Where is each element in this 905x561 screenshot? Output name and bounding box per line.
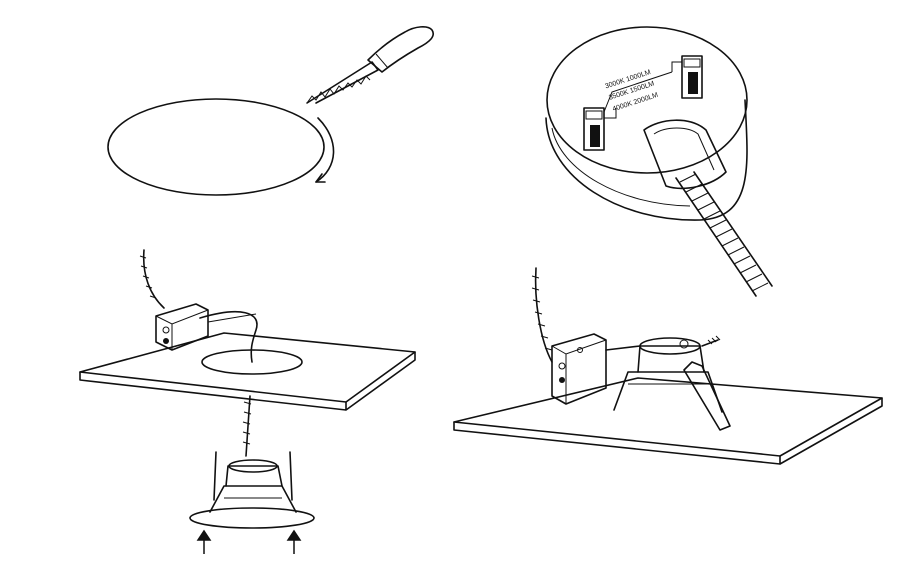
keyhole-saw-icon (306, 26, 434, 104)
ceiling-hole-outline (107, 98, 325, 196)
cable-clamp (643, 119, 727, 190)
push-up-arrow-right (286, 529, 302, 554)
conduit-to-box (142, 249, 165, 309)
arrow-head (315, 173, 326, 183)
selector-switch-left (583, 107, 605, 151)
housing-body (545, 99, 748, 221)
panel-selector: 3000K 1000LM 3500K 1500LM 4000K 2000LM (545, 26, 773, 297)
conduit-installed (534, 267, 553, 363)
junction-box (155, 303, 257, 351)
housing-back-face (546, 26, 748, 174)
push-up-arrow-left (196, 529, 212, 554)
panel-insert-light (79, 249, 416, 554)
wire-to-light (199, 311, 258, 363)
wire-below (245, 395, 251, 457)
junction-box-installed (551, 333, 607, 405)
rotation-arrow-icon (315, 117, 335, 183)
flexible-conduit (675, 171, 773, 297)
installed-light (613, 335, 731, 431)
ceiling-panel (79, 332, 416, 403)
selector-switch-right (681, 55, 703, 99)
recessed-light-fixture (189, 451, 315, 529)
ceiling-panel-installed (453, 377, 883, 457)
panel-installed (453, 267, 883, 465)
wire-installed (605, 345, 641, 351)
panel-cut-hole (107, 26, 434, 196)
